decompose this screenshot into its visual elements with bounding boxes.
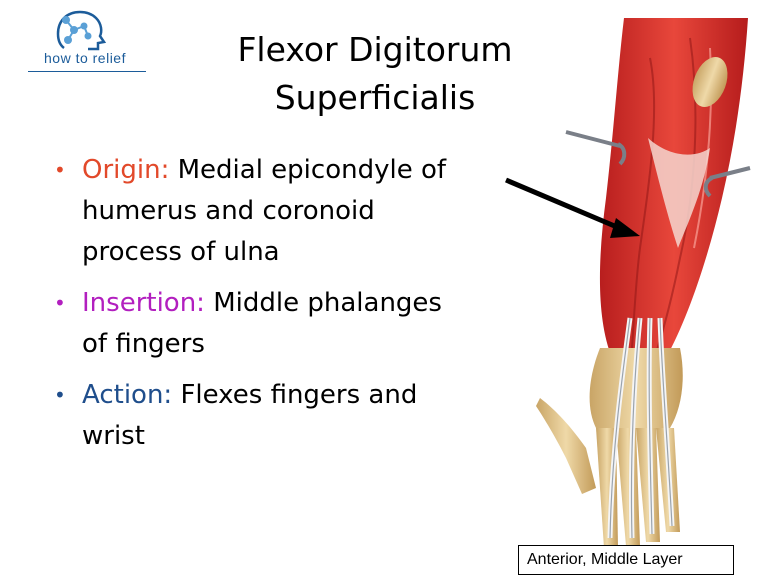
logo-text: how to relief: [44, 50, 126, 66]
bullet-dot-icon: •: [54, 158, 66, 182]
slide-title: Flexor Digitorum Superficialis: [210, 26, 540, 122]
bullet-list: • Origin: Medial epicondyle of humerus a…: [52, 150, 452, 457]
bullet-term-insertion: Insertion:: [82, 288, 205, 318]
bullet-text-origin: Medial epicondyle of humerus and coronoi…: [82, 155, 447, 267]
logo: how to relief: [14, 8, 146, 72]
title-line-1: Flexor Digitorum: [237, 30, 513, 69]
head-network-icon: [56, 10, 107, 51]
bullet-term-origin: Origin:: [82, 155, 170, 185]
bullet-action: • Action: Flexes fingers and wrist: [52, 375, 452, 457]
bullet-term-action: Action:: [82, 380, 173, 410]
bullet-text-action: Flexes fingers and wrist: [82, 380, 418, 451]
bullet-dot-icon: •: [54, 383, 66, 407]
bullet-origin: • Origin: Medial epicondyle of humerus a…: [52, 150, 452, 273]
arrow-head-icon: [610, 218, 640, 238]
bullet-text-insertion: Middle phalanges of fingers: [82, 288, 442, 359]
bullet-insertion: • Insertion: Middle phalanges of fingers: [52, 283, 452, 365]
logo-underline: [28, 71, 146, 72]
bullet-dot-icon: •: [54, 291, 66, 315]
forearm-muscle-illustration: [505, 18, 751, 548]
figure-caption: Anterior, Middle Layer: [518, 545, 734, 575]
title-line-2: Superficialis: [274, 78, 476, 117]
pointer-arrow: [505, 177, 625, 233]
